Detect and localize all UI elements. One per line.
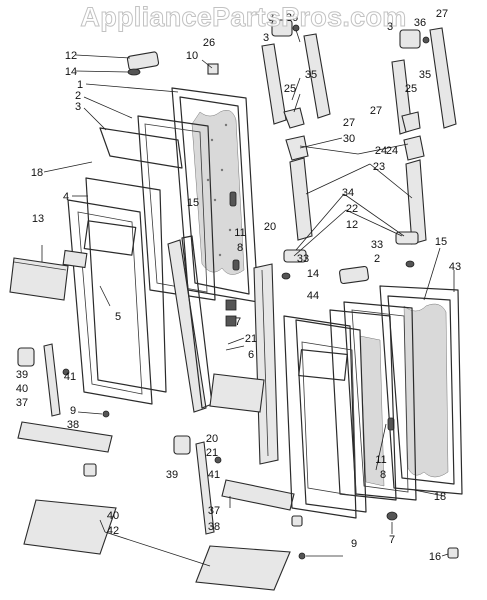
callout-20: 20	[264, 221, 276, 233]
callout-15: 15	[187, 197, 199, 209]
freezer-misc-parts	[209, 299, 265, 413]
callout-38: 38	[67, 419, 79, 431]
callout-41: 41	[64, 371, 76, 383]
freezer-shelf-13	[9, 257, 69, 301]
callout-3: 3	[75, 101, 81, 113]
left-bottom-hinge-parts	[17, 343, 306, 591]
callout-43: 43	[449, 261, 461, 273]
callout-30: 30	[343, 133, 355, 145]
callout-42: 42	[107, 525, 119, 537]
callout-3: 3	[387, 21, 393, 33]
leader-lines	[41, 29, 455, 567]
callout-3: 3	[268, 12, 274, 24]
callout-33: 33	[371, 239, 383, 251]
callout-35: 35	[305, 69, 317, 81]
site-watermark: AppliancePartsPros.com	[80, 2, 407, 33]
callout-35: 35	[419, 69, 431, 81]
fresh-food-inner-liner	[283, 315, 367, 519]
callout-24: 24	[375, 145, 387, 157]
callout-7: 7	[389, 534, 395, 546]
callout-8: 8	[237, 242, 243, 254]
callout-1: 1	[77, 79, 83, 91]
callout-33: 33	[297, 253, 309, 265]
callout-12: 12	[346, 219, 358, 231]
right-top-hinge-parts	[281, 27, 457, 285]
callout-14: 14	[65, 66, 77, 78]
callout-37: 37	[16, 397, 28, 409]
callout-7: 7	[235, 316, 241, 328]
callout-10: 10	[186, 50, 198, 62]
freezer-trim-strips	[167, 235, 279, 465]
callout-27: 27	[436, 8, 448, 20]
callout-13: 13	[32, 213, 44, 225]
callout-9: 9	[70, 405, 76, 417]
callout-41: 41	[208, 469, 220, 481]
freezer-inner-liner	[62, 177, 167, 405]
callout-44: 44	[307, 290, 319, 302]
callout-11: 11	[234, 227, 245, 239]
callout-27: 27	[343, 117, 355, 129]
callout-39: 39	[166, 469, 178, 481]
callout-15: 15	[435, 236, 447, 248]
fresh-food-gasket-frames	[329, 301, 417, 501]
callout-11: 11	[375, 454, 386, 466]
callout-5: 5	[115, 311, 121, 323]
callout-25: 25	[284, 83, 296, 95]
callout-18: 18	[31, 167, 43, 179]
callout-8: 8	[380, 469, 386, 481]
callout-27: 27	[370, 105, 382, 117]
callout-3: 3	[263, 32, 269, 44]
freezer-outer-door	[171, 87, 259, 303]
callout-23: 23	[373, 161, 385, 173]
callout-36: 36	[414, 17, 426, 29]
callout-16: 16	[429, 551, 441, 563]
callout-2: 2	[75, 90, 81, 102]
freezer-gasket-frames	[99, 115, 216, 301]
callout-12: 12	[65, 50, 77, 62]
callout-39: 39	[16, 369, 28, 381]
callout-26: 26	[203, 37, 215, 49]
callout-14: 14	[307, 268, 319, 280]
foam-texture	[206, 123, 232, 257]
left-top-hinge-parts	[126, 19, 331, 241]
callout-2: 2	[374, 253, 380, 265]
callout-36: 36	[286, 12, 298, 24]
callout-labels: 12 14 10 26 1 2 3 18 4 13 15 11 8 20 5 7…	[16, 8, 461, 563]
callout-22: 22	[346, 203, 358, 215]
callout-24: 24	[386, 145, 398, 157]
callout-40: 40	[16, 383, 28, 395]
callout-9: 9	[351, 538, 357, 550]
callout-20: 20	[206, 433, 218, 445]
callout-21: 21	[206, 447, 218, 459]
callout-21: 21	[245, 333, 257, 345]
callout-37: 37	[208, 505, 220, 517]
callout-25: 25	[405, 83, 417, 95]
callout-38: 38	[208, 521, 220, 533]
callout-6: 6	[248, 349, 254, 361]
fresh-food-bottom-bits	[386, 511, 459, 559]
callout-34: 34	[342, 187, 354, 199]
callout-4: 4	[63, 191, 69, 203]
callout-40: 40	[107, 510, 119, 522]
callout-18: 18	[434, 491, 446, 503]
